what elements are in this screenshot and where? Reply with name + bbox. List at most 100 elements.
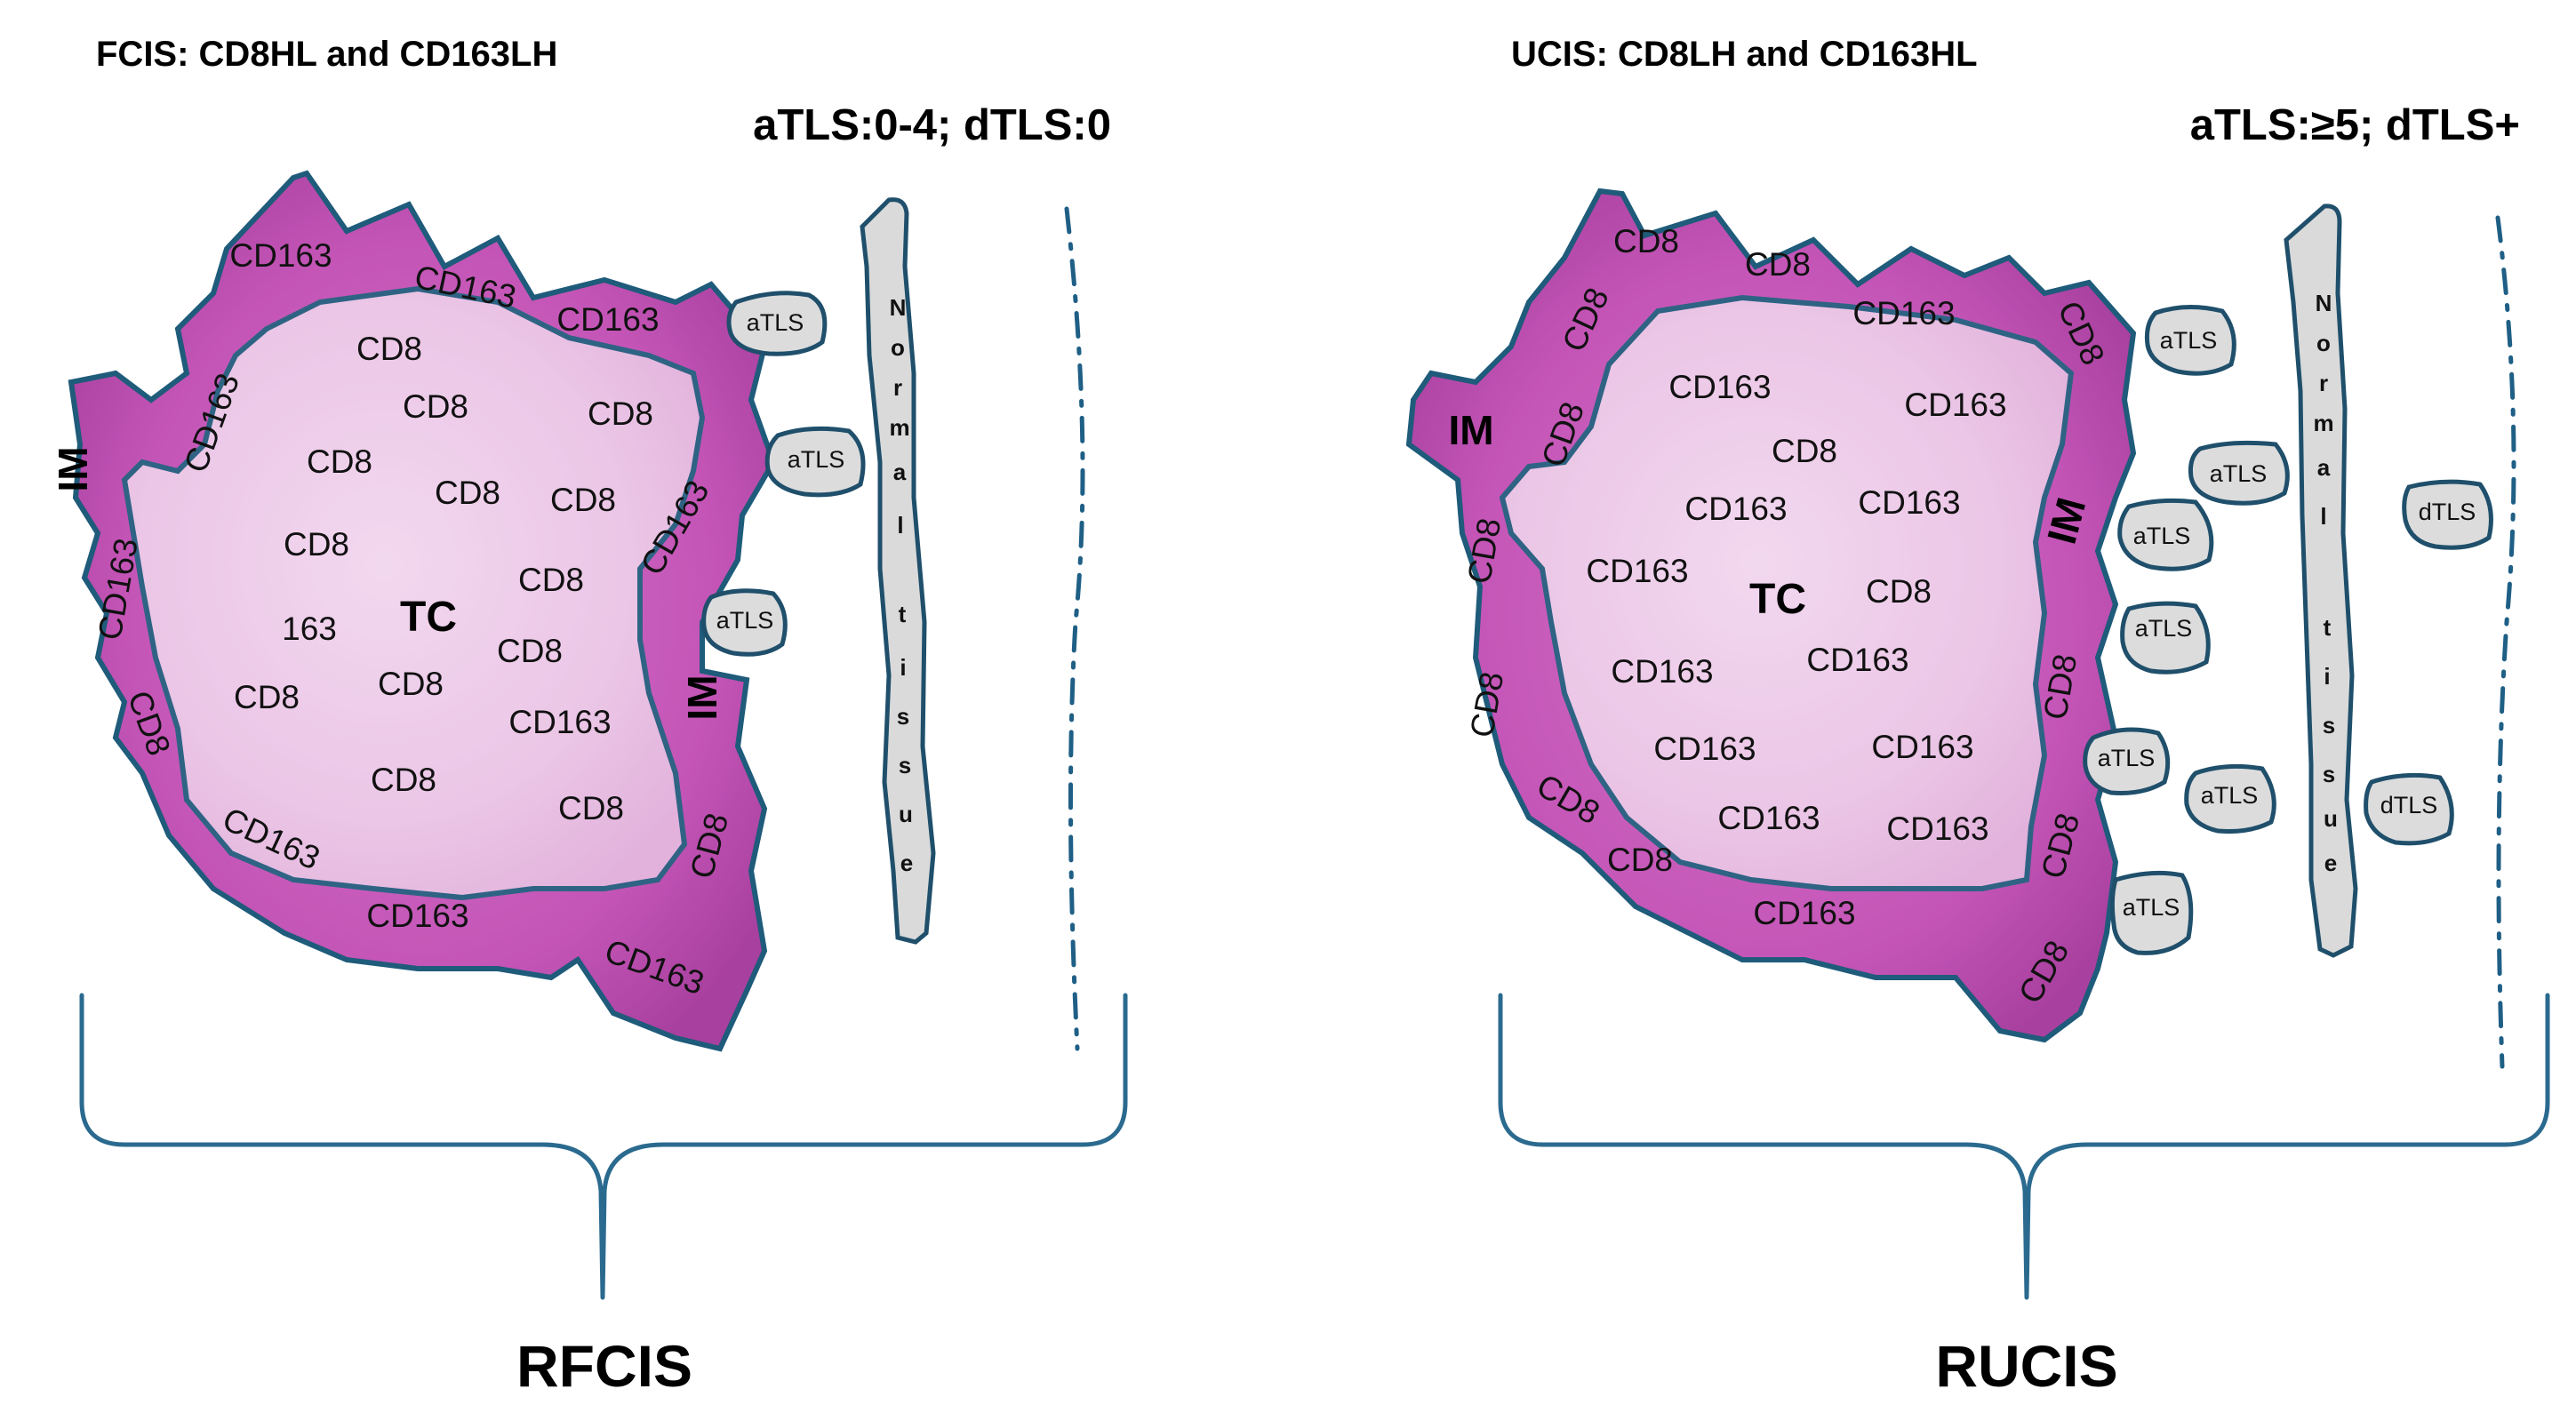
marker-label: CD8: [1613, 223, 1679, 259]
right-atls-1: aTLS: [2144, 304, 2236, 376]
marker-label: CD163: [1852, 295, 1955, 331]
letter: u: [2324, 805, 2338, 832]
marker-label: CD8: [371, 762, 436, 798]
marker-label: CD163: [229, 237, 332, 274]
letter: e: [2324, 850, 2337, 876]
letter: s: [897, 703, 909, 730]
tls-label: aTLS: [2133, 523, 2191, 549]
left-atls-1: aTLS: [726, 291, 828, 356]
letter: e: [900, 850, 913, 876]
left-normal-tissue-strip: [860, 197, 936, 945]
letter: m: [889, 414, 909, 441]
marker-label: CD8: [550, 482, 616, 518]
right-dtls-2: dTLS: [2364, 772, 2454, 846]
letter: t: [2324, 614, 2332, 641]
left-tls-summary: aTLS:0-4; dTLS:0: [753, 101, 1111, 149]
marker-label: CD163: [1611, 653, 1713, 690]
right-atls-7: aTLS: [2109, 870, 2194, 955]
letter: o: [891, 334, 905, 361]
left-normal-tissue-label: N o r m a l t i s s u e: [889, 294, 913, 876]
left-im-label-right: IM: [679, 675, 725, 720]
marker-label: CD163: [1653, 730, 1756, 767]
letter: u: [899, 801, 913, 827]
tls-label: aTLS: [747, 309, 804, 336]
right-core-labels: CD163 CD163 CD8 CD163 CD163 CD163 CD8 CD…: [1586, 369, 2006, 847]
tls-label: aTLS: [2160, 327, 2218, 354]
marker-label: CD163: [556, 301, 659, 338]
left-atls-2: aTLS: [764, 426, 866, 498]
right-normal-tissue-label: N o r m a l t i s s u e: [2313, 290, 2338, 876]
right-atls-4: aTLS: [2120, 601, 2211, 675]
marker-label: CD163: [1871, 729, 1973, 765]
marker-label: CD8: [1772, 433, 1837, 469]
right-group-brace: [1498, 993, 2550, 1300]
right-atls-5: aTLS: [2083, 727, 2171, 795]
letter: s: [2323, 761, 2335, 787]
marker-label: CD163: [1717, 800, 1820, 836]
letter: N: [2316, 290, 2332, 316]
right-panel: UCIS: CD8LH and CD163HL aTLS:≥5; dTLS+ C…: [1405, 35, 2550, 1399]
left-tumor-core-label: TC: [400, 594, 457, 641]
letter: a: [893, 459, 907, 485]
left-panel: FCIS: CD8HL and CD163LH aTLS:0-4; dTLS:0…: [50, 35, 1128, 1399]
letter: l: [2320, 503, 2326, 530]
right-im-label-top: IM: [1448, 407, 1493, 453]
right-header: UCIS: CD8LH and CD163HL: [1511, 35, 1978, 74]
right-tumor-core-region: [1499, 294, 2075, 891]
tls-label: aTLS: [2098, 745, 2156, 771]
marker-label: CD163: [1806, 642, 1908, 678]
tls-label: aTLS: [2123, 894, 2180, 921]
left-group-label: RFCIS: [516, 1333, 692, 1399]
left-group-brace: [79, 993, 1128, 1300]
letter: i: [900, 654, 906, 681]
marker-label: CD8: [284, 526, 349, 563]
letter: t: [899, 601, 907, 627]
marker-label: CD8: [234, 679, 300, 715]
marker-label: 163: [282, 611, 337, 647]
letter: s: [2323, 712, 2335, 738]
right-distance-boundary-line: [2495, 215, 2516, 1069]
right-atls-2: aTLS: [2188, 440, 2290, 506]
letter: r: [893, 374, 902, 401]
marker-label: CD8: [1607, 842, 1673, 878]
right-group-label: RUCIS: [1935, 1333, 2117, 1399]
marker-label: CD163: [1753, 895, 1855, 931]
marker-label: CD8: [497, 633, 563, 669]
letter: i: [2324, 663, 2330, 690]
marker-label: CD8: [378, 666, 444, 702]
letter: m: [2313, 410, 2333, 436]
tls-label: aTLS: [2201, 782, 2259, 809]
marker-label: CD8: [1745, 246, 1811, 283]
left-core-labels: CD8 CD8 CD8 CD8 CD8 CD8 CD8 CD8 163 CD8 …: [234, 331, 653, 826]
tls-label: aTLS: [2210, 460, 2268, 487]
marker-label: CD163: [1904, 387, 2006, 423]
marker-label: CD8: [403, 388, 468, 425]
right-atls-3: aTLS: [2117, 498, 2214, 571]
marker-label: CD8: [307, 443, 372, 480]
right-normal-tissue-strip: [2284, 204, 2358, 958]
tls-label: aTLS: [788, 446, 845, 473]
left-distance-boundary-line: [1064, 206, 1085, 1051]
marker-label: CD163: [1684, 491, 1787, 527]
marker-label: CD8: [1866, 573, 1932, 610]
letter: r: [2319, 370, 2328, 396]
marker-label: CD163: [1668, 369, 1771, 405]
marker-label: CD8: [356, 331, 422, 367]
tls-label: dTLS: [2380, 792, 2438, 818]
tls-label: dTLS: [2419, 499, 2476, 525]
marker-label: CD8: [558, 790, 624, 826]
tls-label: aTLS: [716, 607, 774, 634]
marker-label: CD163: [1858, 484, 1960, 521]
left-atls-3: aTLS: [701, 588, 788, 657]
right-dtls-1: dTLS: [2402, 479, 2493, 550]
letter: s: [899, 752, 911, 778]
left-tumor-core-region: [121, 285, 706, 901]
marker-label: CD163: [366, 898, 468, 934]
letter: o: [2316, 330, 2331, 356]
right-atls-6: aTLS: [2184, 763, 2276, 834]
letter: l: [897, 512, 903, 539]
marker-label: CD163: [1886, 810, 1988, 847]
left-header: FCIS: CD8HL and CD163LH: [96, 35, 557, 74]
right-tls-summary: aTLS:≥5; dTLS+: [2190, 101, 2520, 149]
